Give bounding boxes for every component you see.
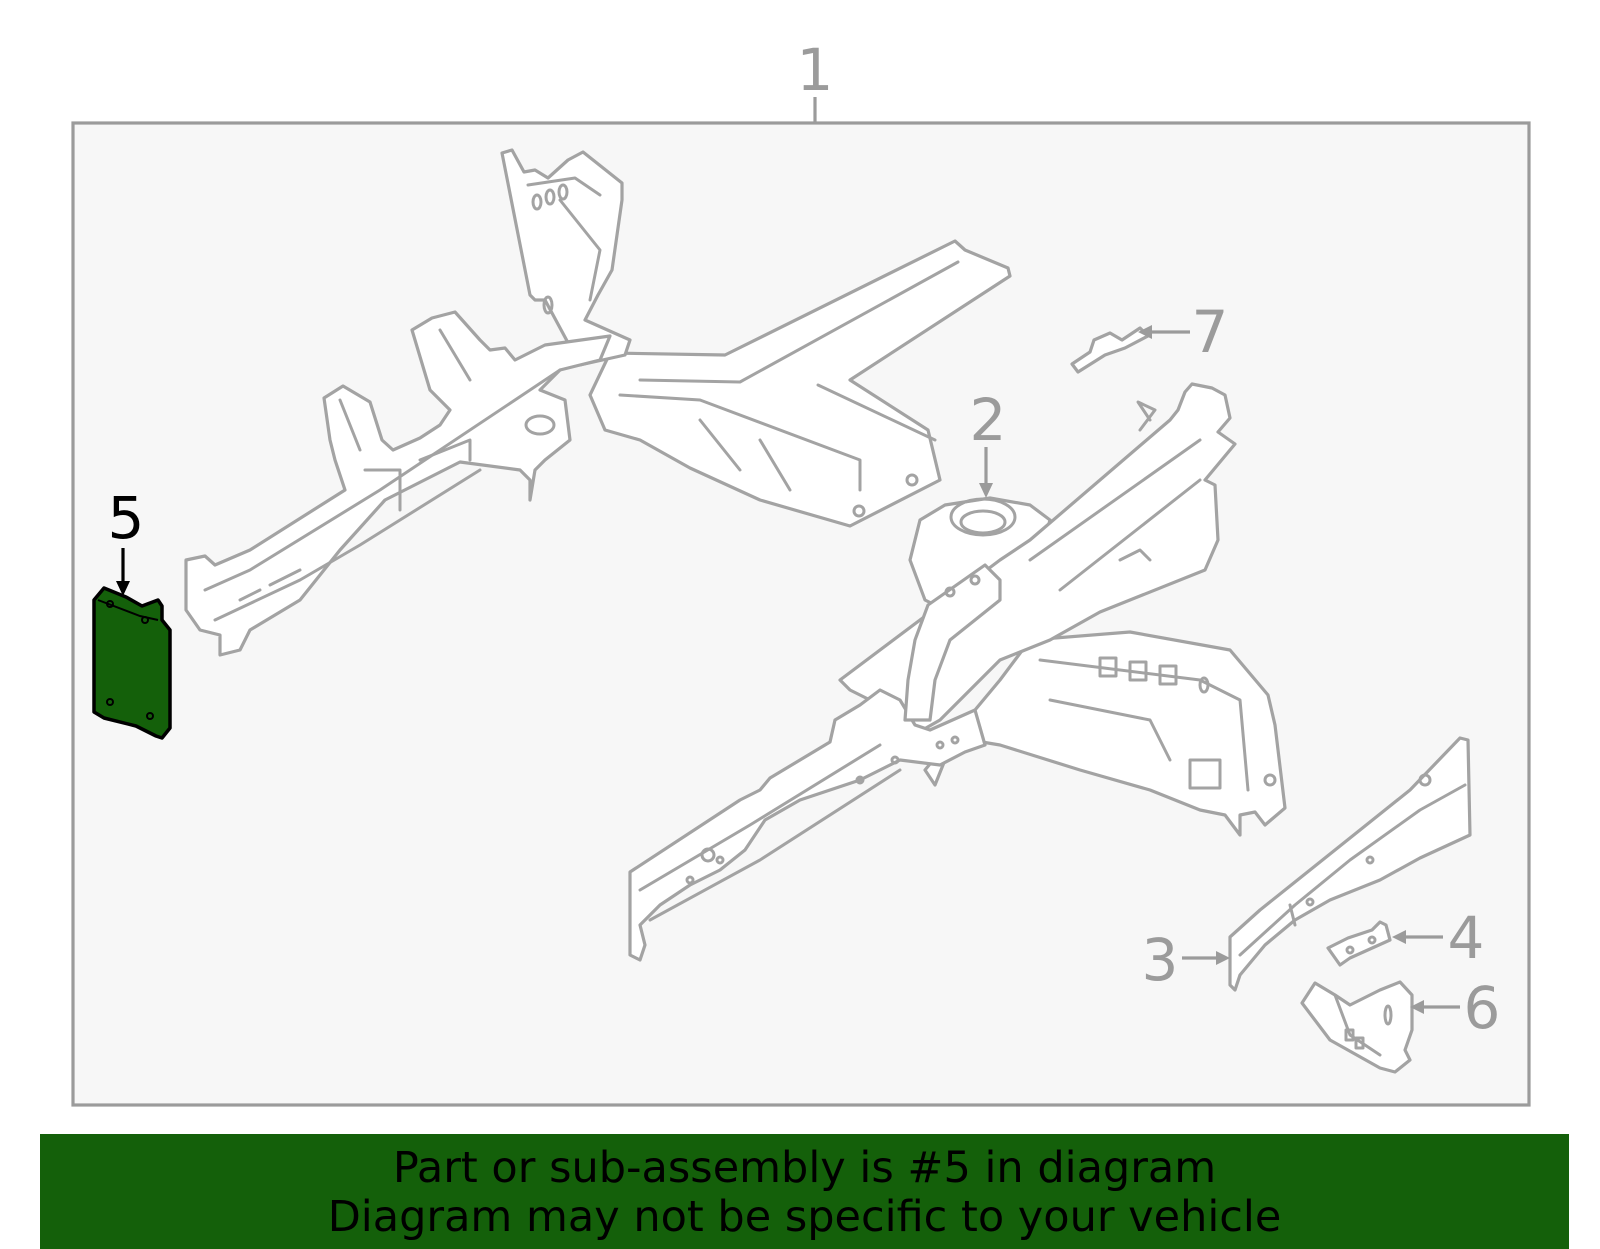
part-6-gusset bbox=[1300, 980, 1414, 1074]
callout-4: 4 bbox=[1448, 904, 1485, 972]
upper-frame-rail-assembly bbox=[184, 148, 1012, 657]
banner-line-2: Diagram may not be specific to your vehi… bbox=[327, 1192, 1282, 1242]
callout-2-arrow bbox=[979, 483, 993, 498]
lower-apron-assembly bbox=[628, 382, 1287, 962]
banner-line-1: Part or sub-assembly is #5 in diagram bbox=[392, 1143, 1217, 1193]
callout-1: 1 bbox=[797, 36, 834, 104]
diagram-frame bbox=[71, 121, 1531, 1107]
part-info-banner: Part or sub-assembly is #5 in diagram Di… bbox=[40, 1134, 1569, 1249]
callout-6: 6 bbox=[1464, 974, 1501, 1042]
part-4-bracket bbox=[1326, 920, 1392, 967]
callout-2: 2 bbox=[970, 386, 1007, 454]
part-7-bracket bbox=[1070, 326, 1150, 374]
part-3-rail-extension bbox=[1228, 736, 1472, 992]
callout-7: 7 bbox=[1192, 298, 1229, 366]
part-5-plate-highlighted bbox=[92, 586, 172, 740]
callout-3: 3 bbox=[1142, 926, 1179, 994]
callout-7-arrow bbox=[1138, 325, 1152, 339]
callout-5-arrow bbox=[116, 581, 130, 596]
callout-4-arrow bbox=[1392, 930, 1406, 944]
callout-5: 5 bbox=[108, 484, 145, 552]
callout-6-arrow bbox=[1410, 1000, 1424, 1014]
callout-3-arrow bbox=[1216, 951, 1230, 965]
